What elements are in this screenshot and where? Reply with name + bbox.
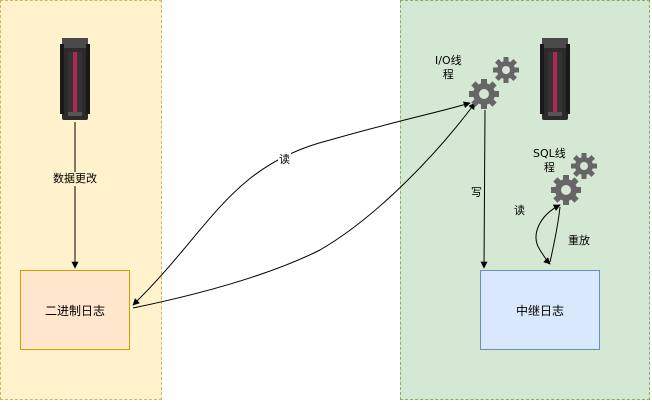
binlog-to-io-arrow: [132, 101, 471, 306]
server-icon: [60, 38, 90, 120]
sql-replay-arrow: [549, 206, 561, 263]
sql-read-replay-arrow: [535, 204, 561, 265]
relay-log-label: 中继日志: [515, 303, 564, 318]
server-icon: [540, 38, 570, 120]
io-thread-label: I/O线 程: [434, 54, 463, 82]
gears-icon: [469, 57, 519, 109]
data-change-label: 数据更改: [52, 172, 98, 186]
sql-thread-label: SQL线 程: [532, 147, 567, 175]
gears-icon: [551, 153, 597, 205]
replay-label: 重放: [567, 234, 591, 248]
binlog-to-io-arrow-2: [132, 102, 476, 309]
relay-log-box: 中继日志: [480, 270, 600, 350]
io-to-relay-arrow: [480, 109, 488, 269]
read-sql-label: 读: [513, 204, 526, 218]
read-io-label: 读: [278, 153, 291, 167]
binlog-label: 二进制日志: [44, 303, 105, 318]
binlog-box: 二进制日志: [20, 270, 130, 350]
write-label: 写: [470, 186, 483, 200]
